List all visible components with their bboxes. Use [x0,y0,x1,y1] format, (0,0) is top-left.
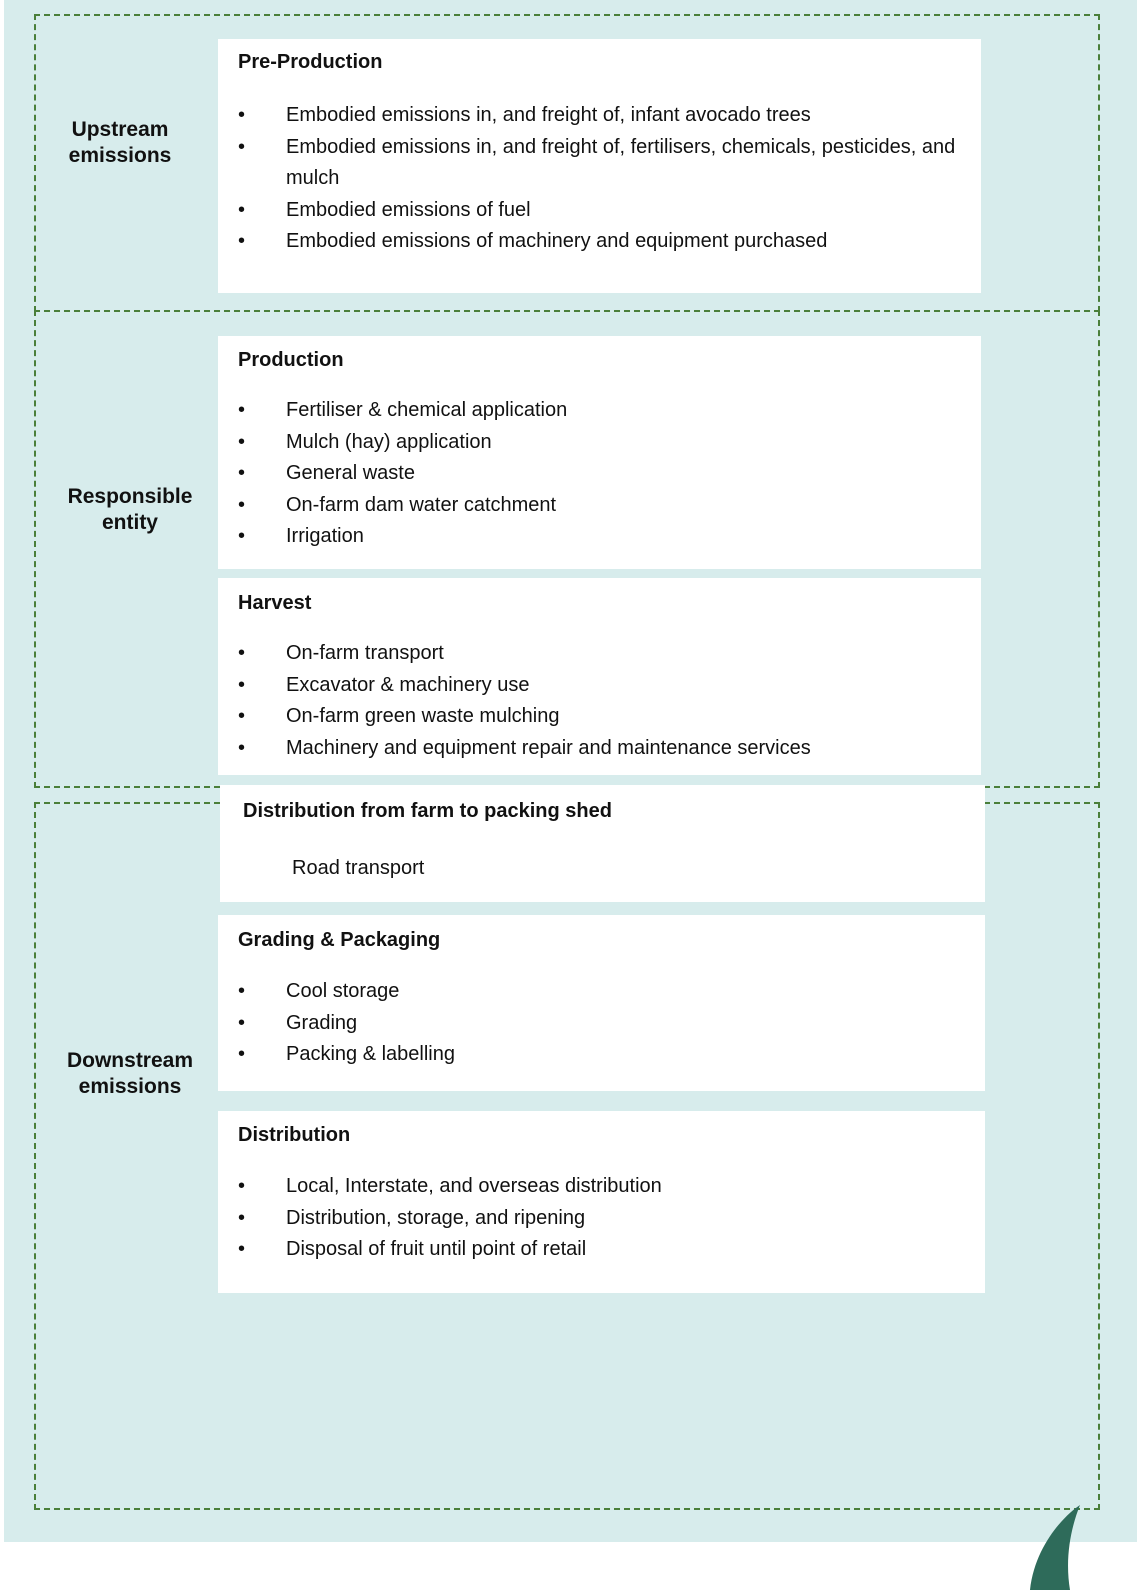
distribution-title: Distribution [238,1124,351,1146]
grading-packaging-title: Grading & Packaging [238,929,441,951]
harvest-title: Harvest [238,592,312,614]
distribution-card: Distribution Local, Interstate, and over… [218,1111,985,1293]
production-title: Production [238,349,344,371]
list-item: Fertiliser & chemical application [238,395,969,427]
upstream-label: Upstream emissions [42,117,198,169]
list-item: On-farm dam water catchment [238,490,969,522]
list-item: Embodied emissions of machinery and equi… [238,226,969,258]
list-item: On-farm green waste mulching [238,701,969,733]
distribution-list: Local, Interstate, and overseas distribu… [238,1171,973,1266]
downstream-label-line1: Downstream [66,1049,194,1072]
list-item: Local, Interstate, and overseas distribu… [238,1171,973,1203]
list-item: Mulch (hay) application [238,427,969,459]
upstream-label-line2: emissions [68,144,172,167]
list-item: Embodied emissions in, and freight of, i… [238,100,969,132]
list-item: Irrigation [238,521,969,553]
list-item: Grading [238,1008,973,1040]
leaf-icon [1030,1505,1080,1590]
pre-production-list: Embodied emissions in, and freight of, i… [238,100,969,258]
list-item: Embodied emissions in, and freight of, f… [238,132,969,195]
diagram-canvas: Upstream emissions Responsible entity Do… [4,0,1137,1542]
responsible-label-line2: entity [101,511,158,534]
grading-packaging-list: Cool storage Grading Packing & labelling [238,976,973,1071]
production-list: Fertiliser & chemical application Mulch … [238,395,969,553]
road-transport-item: Road transport [292,857,425,879]
harvest-list: On-farm transport Excavator & machinery … [238,638,969,764]
list-item: On-farm transport [238,638,969,670]
production-card: Production Fertiliser & chemical applica… [218,336,981,569]
responsible-entity-label: Responsible entity [46,484,214,536]
list-item: Cool storage [238,976,973,1008]
upstream-label-line1: Upstream [71,118,169,141]
pre-production-card: Pre-Production Embodied emissions in, an… [218,39,981,293]
downstream-label: Downstream emissions [46,1048,214,1100]
responsible-label-line1: Responsible [67,485,193,508]
distribution-farm-card: Distribution from farm to packing shed R… [220,785,985,902]
list-item: General waste [238,458,969,490]
list-item: Disposal of fruit until point of retail [238,1234,973,1266]
list-item: Excavator & machinery use [238,670,969,702]
pre-production-title: Pre-Production [238,51,383,73]
grading-packaging-card: Grading & Packaging Cool storage Grading… [218,915,985,1091]
list-item: Embodied emissions of fuel [238,195,969,227]
downstream-label-line2: emissions [78,1075,182,1098]
harvest-card: Harvest On-farm transport Excavator & ma… [218,578,981,775]
distribution-farm-title: Distribution from farm to packing shed [243,800,612,822]
list-item: Packing & labelling [238,1039,973,1071]
list-item: Machinery and equipment repair and maint… [238,733,969,765]
list-item: Distribution, storage, and ripening [238,1203,973,1235]
